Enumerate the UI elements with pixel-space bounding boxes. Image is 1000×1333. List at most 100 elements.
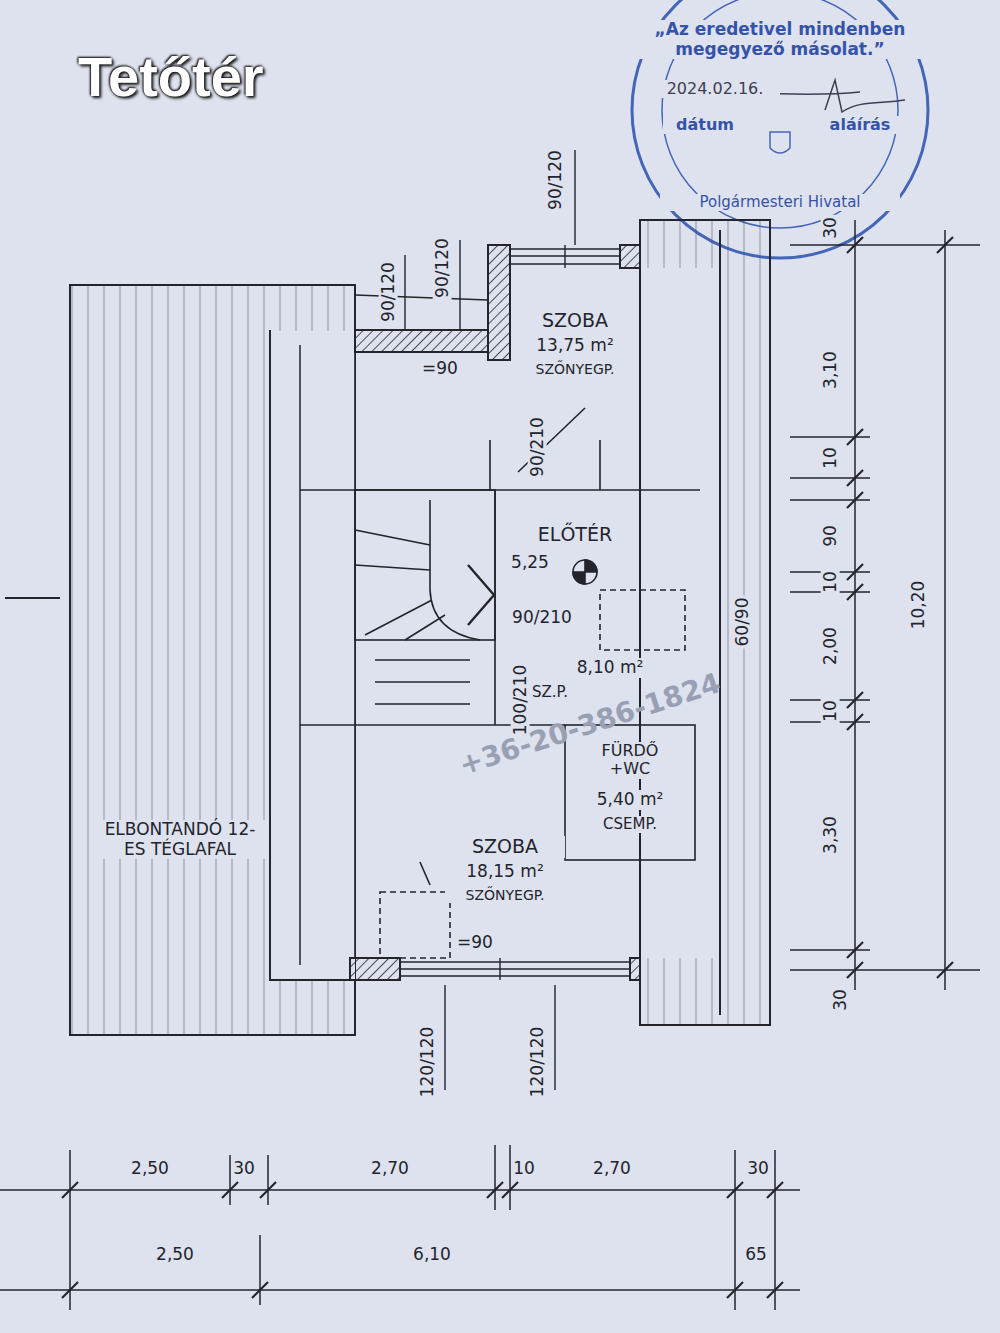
tick (847, 564, 863, 580)
floor-strip (641, 268, 719, 958)
demolition-note: ELBONTANDÓ 12-ES TÉGLAFAL (95, 820, 265, 859)
stair-arrow (468, 565, 494, 625)
dimension-line (404, 255, 405, 330)
dimension-line (459, 240, 460, 330)
dimension-label: =90 (455, 933, 495, 952)
dimension-label: 65 (743, 1245, 769, 1264)
tick (847, 714, 863, 730)
extension-line (790, 477, 870, 479)
dimension-label: 2,70 (369, 1159, 411, 1178)
tick (767, 1182, 783, 1198)
tick (937, 962, 953, 978)
room-area: 13,75 m² (515, 336, 635, 356)
furniture (380, 892, 450, 958)
stair-tread (355, 530, 430, 545)
extension-line (790, 949, 870, 951)
dimension-label: 120/120 (418, 1025, 437, 1100)
extension-line (790, 436, 870, 438)
dimension-label: 3,30 (821, 814, 840, 856)
chimney (600, 590, 685, 650)
hatched-roof (640, 220, 770, 1025)
wall-line (639, 268, 641, 958)
tick (847, 237, 863, 253)
room-area: 18,15 m² (445, 862, 565, 882)
leader (420, 862, 430, 885)
door-jamb (599, 440, 601, 490)
stair-outline (355, 490, 495, 640)
outline (719, 230, 721, 1015)
wall (620, 245, 640, 268)
tick (62, 1282, 78, 1298)
tick (847, 942, 863, 958)
signature (825, 80, 905, 112)
tick (847, 492, 863, 508)
stamp-date: 2024.02.16. (650, 80, 780, 98)
demolition-note: ELBONTANDÓ 12-ES TÉGLAFAL (85, 820, 275, 863)
stamp: „Az eredetivel mindenben megegyező másol… (610, 0, 950, 215)
stair-tread (355, 565, 430, 570)
dimension-line (854, 220, 856, 990)
interior (5, 268, 700, 958)
dimension-label: 90/210 (510, 608, 574, 627)
floor-finish: SZŐNYEGP. (515, 361, 635, 377)
extension-line (790, 244, 980, 246)
door-jamb (489, 440, 491, 490)
extension-line (734, 1150, 736, 1310)
dimension-label: 90/120 (433, 236, 452, 300)
dimension-label: =90 (420, 359, 460, 378)
dimension-label: 60/90 (733, 596, 752, 649)
dimension-label: 2,00 (821, 625, 840, 667)
window-line (400, 961, 630, 962)
dimension-label: 90/120 (379, 260, 398, 324)
dimension-label: 2,50 (154, 1245, 196, 1264)
room-name: ELŐTÉR (525, 524, 625, 546)
dimension-label: 10,20 (909, 579, 928, 632)
dimension-label: 2,50 (129, 1159, 171, 1178)
floor-strip (271, 331, 355, 979)
extension-line (790, 499, 870, 501)
walls (350, 245, 640, 980)
room-area: 8,10 m² (565, 658, 655, 678)
tick (222, 1182, 238, 1198)
tick (847, 962, 863, 978)
extension-line (267, 1155, 269, 1205)
tick (727, 1182, 743, 1198)
stair-line (430, 590, 480, 640)
dimension-label: 10 (821, 569, 840, 595)
extension-line (790, 969, 980, 971)
dimension-line (574, 150, 575, 245)
dimension-label: 6,10 (411, 1245, 453, 1264)
outline (299, 345, 301, 965)
dimension-line (0, 1189, 800, 1191)
level-mark (573, 572, 585, 584)
outline (270, 330, 350, 980)
window-line (400, 968, 630, 969)
dimension-label: 90/120 (546, 148, 565, 212)
room-label: SZOBA13,75 m²SZŐNYEGP. (505, 310, 645, 381)
wall (630, 958, 640, 980)
wall (350, 958, 400, 980)
extension-line (494, 1145, 496, 1210)
stair-tread (405, 615, 445, 640)
tick (937, 237, 953, 253)
bathroom-wall (565, 725, 695, 860)
window-dimension-lines (405, 150, 575, 1090)
dimension-line (944, 230, 946, 990)
room-area: 5,40 m² (580, 790, 680, 810)
room-label: SZOBA18,15 m²SZŐNYEGP. (420, 836, 590, 907)
page-title: Tetőtér (78, 44, 264, 109)
dimension-label: 2,70 (591, 1159, 633, 1178)
window-line (499, 958, 500, 980)
dimension-label: 30 (745, 1159, 771, 1178)
hatched-roof (70, 285, 355, 1035)
outline (355, 295, 488, 300)
room-name: FÜRDŐ +WC (592, 742, 668, 779)
room-name: SZOBA (445, 836, 565, 858)
dimension-label: 30 (231, 1159, 257, 1178)
watermark: +36-20-386-1824 (454, 668, 727, 783)
extension-line (774, 1150, 776, 1310)
stair-tread (375, 659, 470, 661)
tick (847, 692, 863, 708)
tick (727, 1282, 743, 1298)
stamp-emblem (770, 132, 790, 153)
